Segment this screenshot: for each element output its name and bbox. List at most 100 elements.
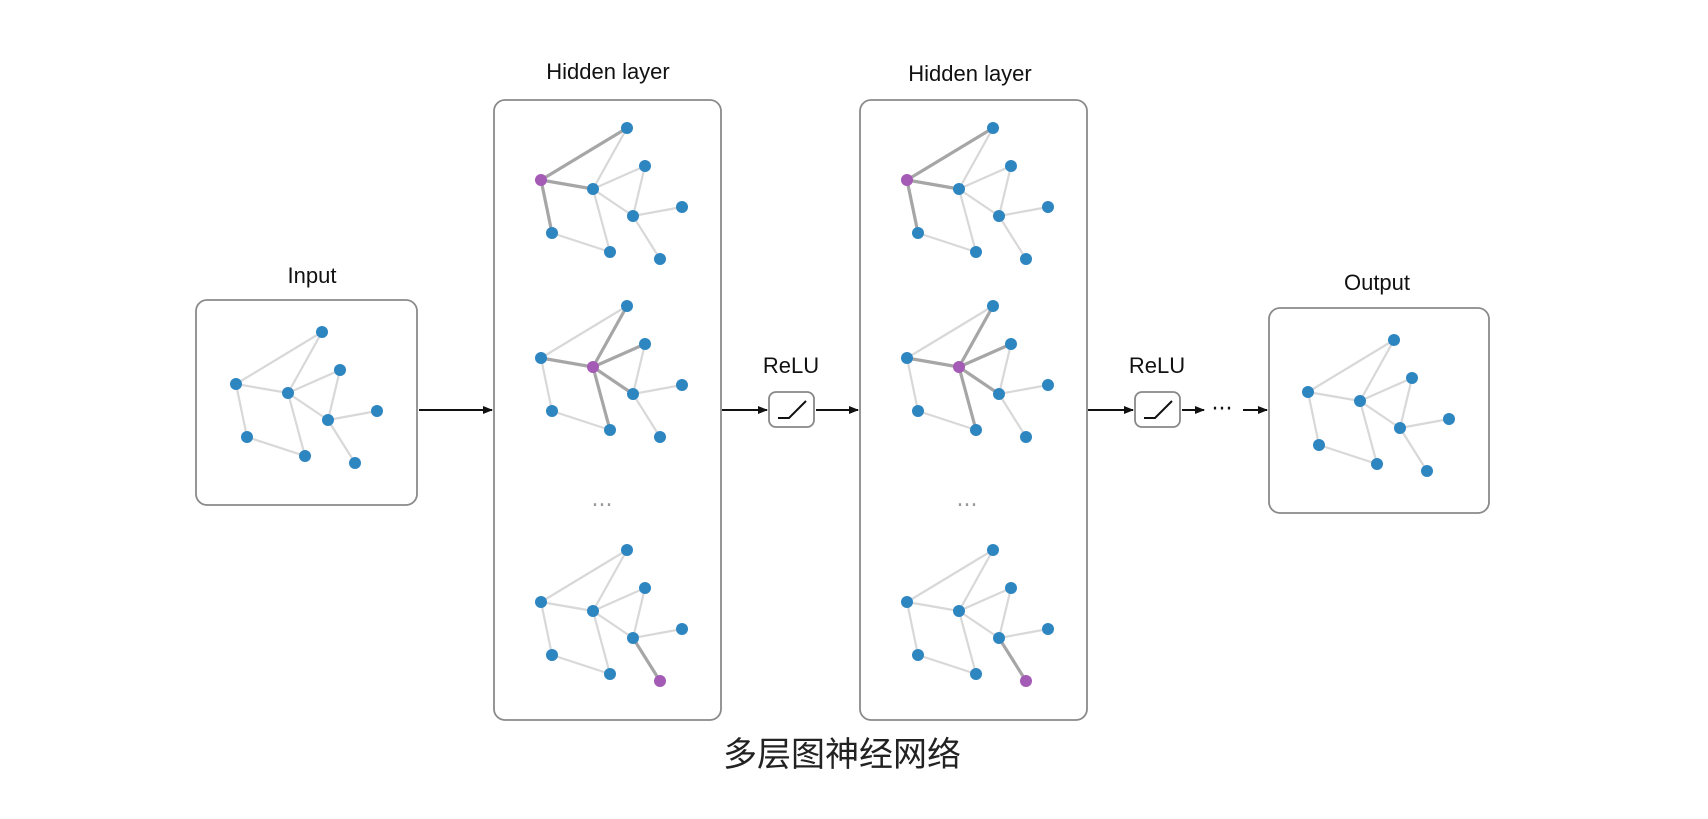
graph-node	[282, 387, 294, 399]
caption: 多层图神经网络	[723, 735, 961, 775]
graph-node	[654, 253, 666, 265]
graph-node	[970, 246, 982, 258]
hidden-1-ellipsis: ...	[592, 487, 613, 512]
graph-node	[912, 649, 924, 661]
graph-edge	[540, 305, 628, 359]
graph-edge	[551, 409, 611, 432]
graph-edge	[286, 392, 307, 457]
highlighted-node	[953, 361, 965, 373]
graph-edge	[540, 356, 594, 369]
graph-edge	[327, 409, 378, 422]
graph-node	[987, 544, 999, 556]
graph-edge	[540, 126, 628, 182]
graph-node	[316, 326, 328, 338]
graph-edge	[998, 215, 1027, 260]
graph-edge	[235, 331, 323, 385]
graph-edge	[592, 127, 628, 190]
graph-edge	[592, 549, 628, 612]
input-graph	[230, 326, 383, 469]
graph-edge	[1359, 400, 1401, 429]
graph-edge	[906, 126, 994, 182]
graph-node	[299, 450, 311, 462]
graph-edge	[631, 637, 662, 682]
graph-node	[621, 122, 633, 134]
graph-node	[1388, 334, 1400, 346]
graph-node	[230, 378, 242, 390]
graph-edge	[997, 343, 1013, 395]
input-panel	[195, 299, 418, 506]
graph-edge	[592, 164, 646, 191]
graph-node	[993, 210, 1005, 222]
graph-edge	[957, 366, 978, 431]
graph-edge	[632, 383, 683, 396]
graph-node	[1371, 458, 1383, 470]
input-label: Input	[288, 263, 337, 288]
graph-node	[1020, 431, 1032, 443]
highlighted-node	[587, 361, 599, 373]
graph-edge	[287, 392, 329, 421]
relu-1-label: ReLU	[763, 353, 819, 378]
graph-node	[334, 364, 346, 376]
graph-edge	[551, 653, 611, 676]
graph-edge	[540, 600, 594, 613]
graph-edge	[1398, 377, 1414, 429]
graph-edge	[958, 549, 994, 612]
graph-edge	[327, 419, 356, 464]
graph-node	[1020, 253, 1032, 265]
graph-node	[349, 457, 361, 469]
graph-edge	[1399, 427, 1428, 472]
graph-node	[1354, 395, 1366, 407]
graph-edge	[998, 393, 1027, 438]
graph-edge	[1306, 391, 1321, 446]
graph-node	[1443, 413, 1455, 425]
graph-node	[546, 649, 558, 661]
output-panel	[1268, 307, 1490, 514]
graph-edge	[958, 586, 1012, 613]
graph-edge	[632, 215, 661, 260]
graph-node	[627, 210, 639, 222]
graph-edge	[551, 231, 611, 254]
graph-node	[621, 544, 633, 556]
graph-node	[1421, 465, 1433, 477]
graph-edge	[539, 601, 554, 656]
graph-node	[535, 596, 547, 608]
graph-edge	[631, 165, 647, 217]
graph-edge	[234, 383, 249, 438]
graph-edge	[1358, 400, 1379, 465]
graph-node	[1406, 372, 1418, 384]
graph-edge	[591, 610, 612, 675]
graph-edge	[917, 231, 977, 254]
relu-2-label: ReLU	[1129, 353, 1185, 378]
graph-edge	[246, 435, 306, 458]
graph-edge	[958, 164, 1012, 191]
graph-node	[604, 668, 616, 680]
graph-edge	[958, 342, 1012, 369]
highlighted-node	[1020, 675, 1032, 687]
relu-2-box	[1134, 391, 1181, 428]
relu-1-icon	[778, 400, 807, 419]
graph-edge	[540, 178, 594, 191]
relu-1-box	[768, 391, 815, 428]
graph-edge	[1318, 443, 1378, 466]
graph-edge	[957, 610, 978, 675]
output-label: Output	[1344, 270, 1410, 295]
graph-edge	[235, 382, 289, 395]
relu-2-icon	[1144, 400, 1173, 419]
graph-node	[912, 227, 924, 239]
graph-edge	[917, 653, 977, 676]
graph-edge	[539, 179, 554, 234]
graph-node	[371, 405, 383, 417]
graph-node	[627, 632, 639, 644]
graph-node	[621, 300, 633, 312]
hidden-1-graph-bottom	[535, 544, 688, 687]
graph-node	[993, 632, 1005, 644]
graph-node	[639, 160, 651, 172]
graph-edge	[591, 305, 629, 368]
graph-node	[901, 596, 913, 608]
graph-node	[1394, 422, 1406, 434]
graph-edge	[632, 393, 661, 438]
graph-node	[987, 300, 999, 312]
graph-node	[546, 405, 558, 417]
graph-edge	[906, 549, 994, 603]
hidden-2-ellipsis: ...	[957, 487, 978, 512]
